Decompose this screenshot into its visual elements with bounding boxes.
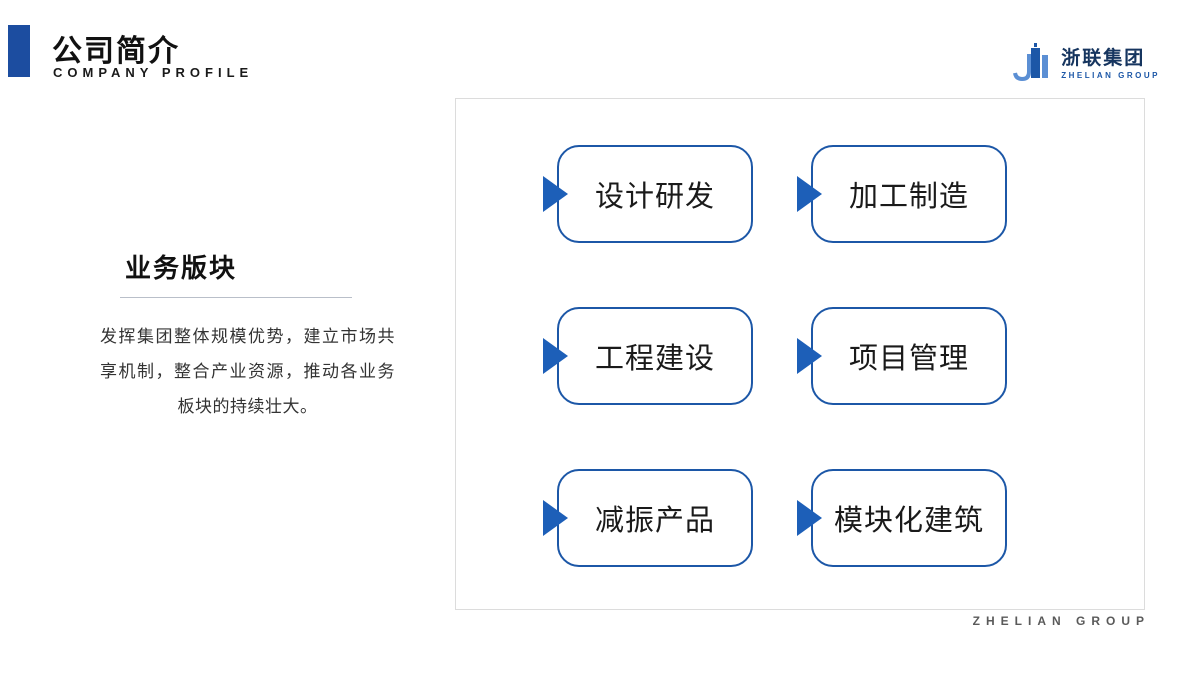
- diagram-item-vibration-products: 减振产品: [543, 469, 753, 567]
- diagram-box: 减振产品: [557, 469, 753, 567]
- diagram-label: 减振产品: [594, 505, 715, 537]
- diagram-label: 设计研发: [594, 181, 715, 213]
- diagram-box: 加工制造: [811, 145, 1007, 243]
- diagram-item-design-rd: 设计研发: [543, 145, 753, 243]
- arrow-right-icon: [797, 176, 822, 212]
- arrow-right-icon: [543, 500, 568, 536]
- logo-text: 浙联集团 ZHELIAN GROUP: [1061, 48, 1160, 81]
- diagram-box: 项目管理: [811, 307, 1007, 405]
- diagram-item-project-management: 项目管理: [797, 307, 1007, 405]
- section-paragraph: 发挥集团整体规模优势，建立市场共享机制，整合产业资源，推动各业务板块的持续壮大。: [100, 327, 395, 416]
- logo-icon: [1013, 43, 1049, 82]
- diagram-label: 模块化建筑: [833, 505, 984, 537]
- diagram-item-engineering: 工程建设: [543, 307, 753, 405]
- diagram-box: 设计研发: [557, 145, 753, 243]
- footer-text: ZHELIAN GROUP: [972, 614, 1150, 628]
- diagram-box: 工程建设: [557, 307, 753, 405]
- logo: 浙联集团 ZHELIAN GROUP: [1009, 42, 1160, 86]
- diagram-label: 工程建设: [594, 343, 715, 375]
- diagram-label: 加工制造: [848, 181, 969, 213]
- arrow-right-icon: [543, 338, 568, 374]
- diagram-item-modular-building: 模块化建筑: [797, 469, 1007, 567]
- header-accent-bar: [8, 25, 30, 77]
- diagram-panel: 设计研发 加工制造 工程建设 项目管理 减振产品: [455, 98, 1145, 610]
- section-divider: [120, 297, 352, 298]
- logo-name: 浙联集团: [1061, 47, 1146, 69]
- arrow-right-icon: [797, 500, 822, 536]
- arrow-right-icon: [543, 176, 568, 212]
- diagram-box: 模块化建筑: [811, 469, 1007, 567]
- diagram-item-manufacturing: 加工制造: [797, 145, 1007, 243]
- section-title: 业务版块: [125, 253, 238, 283]
- left-column: 业务版块 发挥集团整体规模优势，建立市场共享机制，整合产业资源，推动各业务板块的…: [100, 248, 395, 425]
- arrow-right-icon: [797, 338, 822, 374]
- logo-subtitle: ZHELIAN GROUP: [1061, 71, 1160, 81]
- diagram-label: 项目管理: [848, 343, 969, 375]
- page-subtitle: COMPANY PROFILE: [53, 65, 254, 80]
- page-title: 公司简介: [52, 35, 180, 68]
